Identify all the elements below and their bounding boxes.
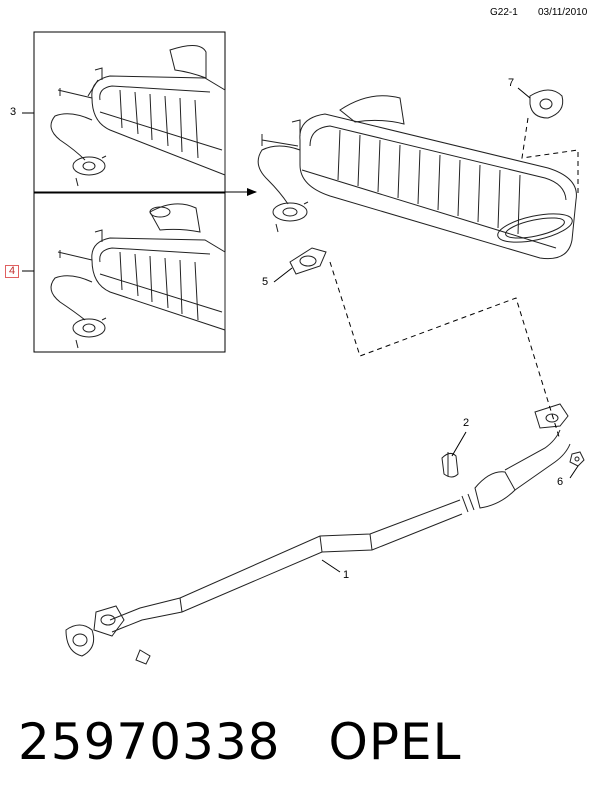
callout-7: 7 (508, 77, 515, 89)
rear-muffler (257, 95, 577, 260)
nut-6 (569, 451, 585, 467)
gasket-5 (289, 247, 327, 275)
callout-5: 5 (262, 276, 269, 288)
sheet-reference: G22-1 (490, 7, 518, 18)
callout-4: 4 (5, 265, 20, 278)
callout-2: 2 (463, 417, 470, 429)
installation-guide-lines (329, 117, 579, 441)
sheet-date: 03/11/2010 (538, 7, 588, 18)
rubber-mount-2 (441, 452, 459, 478)
muffler-variant-3 (50, 45, 226, 187)
callout-leaders (22, 87, 579, 573)
callout-3: 3 (10, 106, 17, 118)
muffler-variant-4 (50, 203, 226, 349)
front-pipe-1 (65, 403, 571, 665)
brand-name: OPEL (328, 713, 462, 771)
callout-6: 6 (557, 476, 564, 488)
part-number: 25970338 (18, 713, 281, 771)
callout-1: 1 (343, 569, 350, 581)
rubber-mount-7 (529, 89, 564, 119)
part-footer: 25970338 OPEL (18, 712, 509, 772)
